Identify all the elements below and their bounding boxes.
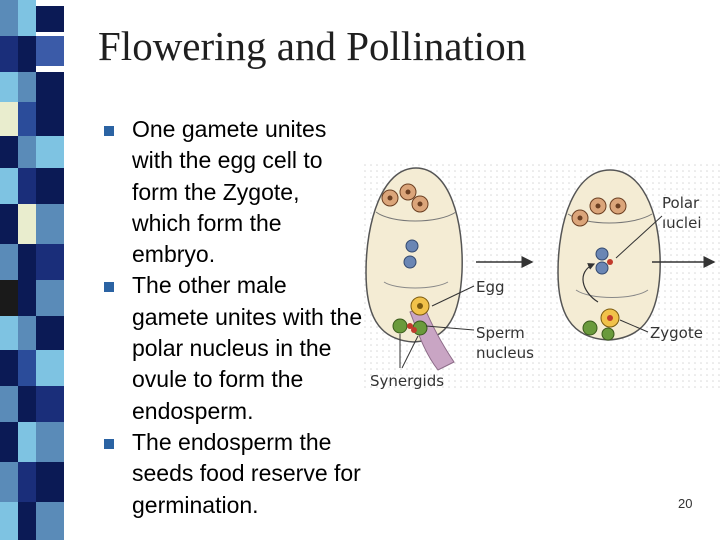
sperm-label-line2: nucleus	[476, 344, 534, 362]
egg-pointer	[431, 285, 475, 307]
ovule-after-fertilization	[557, 169, 661, 341]
slide-number: 20	[678, 496, 693, 511]
polar-pointer	[615, 215, 663, 259]
square-bullet-icon	[104, 126, 114, 136]
bullet-text: One gamete unites with the egg cell to f…	[132, 116, 327, 268]
square-bullet-icon	[104, 282, 114, 293]
bullet-item: One gamete unites with the egg cell to f…	[104, 114, 364, 270]
square-bullet-icon	[104, 438, 114, 449]
zygote-label: Zygote	[650, 324, 703, 342]
decorative-stripe	[0, 0, 66, 540]
ovule-before-fertilization	[365, 167, 463, 371]
synergid-pointer	[401, 335, 419, 369]
bullet-text: The endosperm the seeds food reserve for…	[132, 428, 361, 518]
sperm-label: Sperm	[476, 324, 525, 342]
bullet-text: The other male gamete unites with the po…	[132, 272, 363, 424]
synergids-label: Synergids	[370, 372, 444, 390]
fertilization-diagram: Egg Sperm nucleus Synergids Polar ıuclei…	[362, 162, 720, 392]
bullet-item: The endosperm the seeds food reserve for…	[104, 427, 364, 521]
egg-label: Egg	[476, 278, 505, 296]
polar-label-line2: ıuclei	[662, 214, 702, 232]
zygote-pointer	[619, 319, 649, 333]
sperm-pointer	[425, 325, 475, 331]
polar-label: Polar	[662, 194, 700, 212]
synergid-cell	[392, 318, 408, 334]
slide-title: Flowering and Pollination	[98, 23, 527, 69]
bullet-item: The other male gamete unites with the po…	[104, 270, 364, 426]
bullet-list: One gamete unites with the egg cell to f…	[104, 114, 364, 521]
